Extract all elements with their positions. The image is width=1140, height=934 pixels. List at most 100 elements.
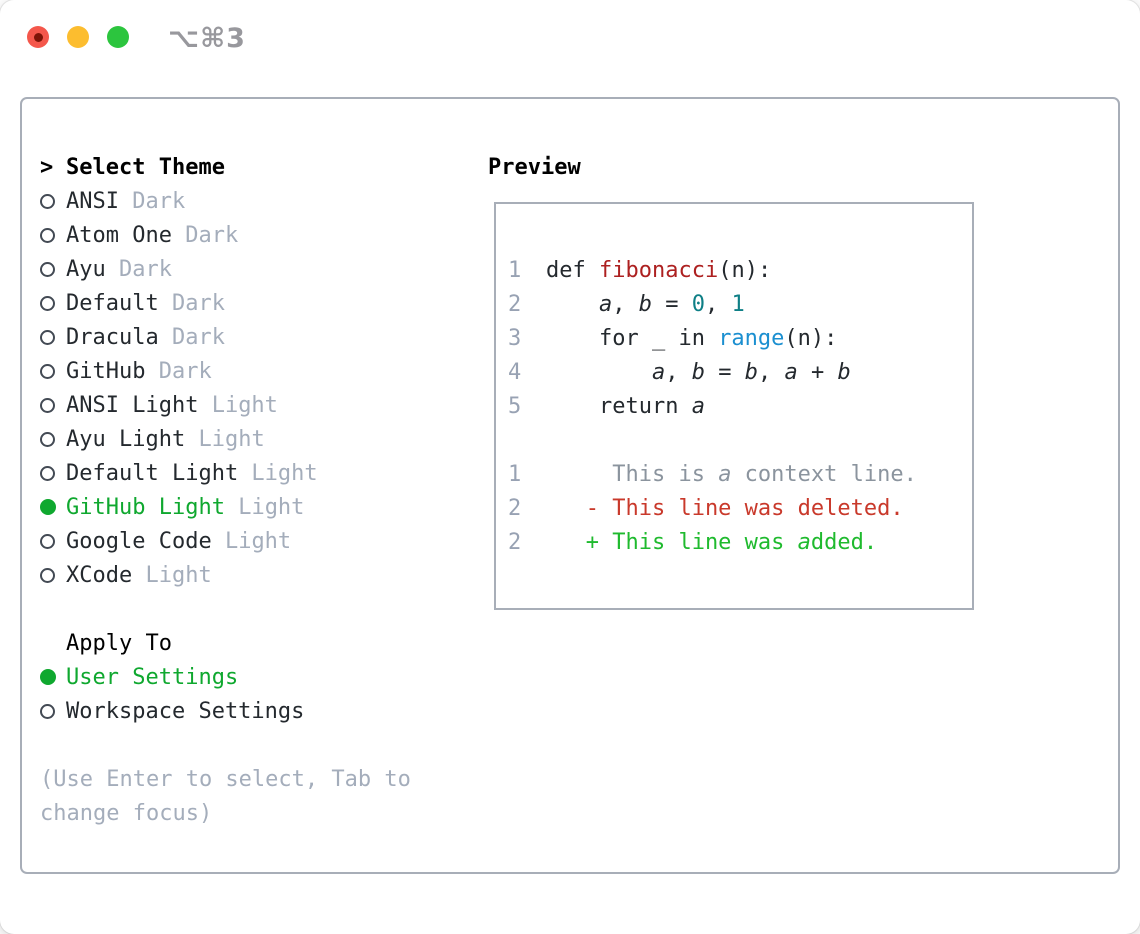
- line-content: a, b = 0, 1: [598, 291, 745, 317]
- line-content: - This line was deleted.: [546, 495, 904, 521]
- apply-to-header: Apply To: [40, 626, 488, 660]
- theme-variant-badge: Light: [185, 426, 265, 452]
- theme-option-label: Default Light: [66, 460, 239, 486]
- line-number: 2: [508, 291, 522, 317]
- preview-line: 3 for _ in range(n):: [508, 321, 972, 355]
- radio-icon: [40, 363, 55, 379]
- apply-option-user-settings[interactable]: User Settings: [40, 660, 488, 694]
- select-theme-header-label: Select Theme: [66, 154, 225, 180]
- preview-header-label: Preview: [488, 154, 581, 180]
- theme-option-ansi-light[interactable]: ANSI Light Light: [40, 388, 488, 422]
- theme-option-label: ANSI Light: [66, 392, 199, 418]
- line-number: 5: [508, 393, 522, 419]
- theme-option-dracula[interactable]: Dracula Dark: [40, 320, 488, 354]
- line-number: 1: [508, 257, 522, 283]
- theme-option-default-light[interactable]: Default Light Light: [40, 456, 488, 490]
- radio-icon: [40, 465, 55, 481]
- preview-line: 2 a, b = 0, 1: [508, 287, 972, 321]
- theme-option-label: Google Code: [66, 528, 212, 554]
- preview-line: 4 a, b = b, a + b: [508, 355, 972, 389]
- theme-variant-badge: Dark: [171, 222, 239, 248]
- theme-option-label: ANSI: [66, 188, 119, 214]
- theme-variant-badge: Light: [132, 562, 212, 588]
- theme-option-default[interactable]: Default Dark: [40, 286, 488, 320]
- preview-line: 5 return a: [508, 389, 972, 423]
- traffic-lights: [27, 26, 129, 48]
- theme-variant-badge: Dark: [105, 256, 172, 282]
- theme-option-label: Dracula: [66, 324, 159, 350]
- line-content: a, b = b, a + b: [651, 359, 851, 385]
- prompt-icon: >: [40, 154, 54, 180]
- line-content: + This line was added.: [546, 529, 878, 555]
- theme-option-ayu-light[interactable]: Ayu Light Light: [40, 422, 488, 456]
- line-number: 2: [508, 529, 522, 555]
- line-number: 4: [508, 359, 522, 385]
- theme-option-ansi[interactable]: ANSI Dark: [40, 184, 488, 218]
- theme-variant-badge: Dark: [158, 290, 225, 316]
- theme-option-label: GitHub Light: [66, 494, 225, 520]
- theme-variant-badge: Dark: [158, 324, 225, 350]
- minimize-button[interactable]: [67, 26, 89, 48]
- radio-icon: [40, 397, 55, 413]
- theme-option-github[interactable]: GitHub Dark: [40, 354, 488, 388]
- line-content: return a: [546, 393, 705, 419]
- select-theme-header: > Select Theme: [40, 150, 488, 184]
- line-content: for _ in range(n):: [546, 325, 838, 351]
- line-content: This is a context line.: [546, 461, 917, 487]
- theme-option-label: GitHub: [66, 358, 146, 384]
- theme-option-google-code[interactable]: Google Code Light: [40, 524, 488, 558]
- apply-option-label: Workspace Settings: [66, 698, 305, 724]
- titlebar: ⌥⌘3: [0, 0, 1140, 97]
- theme-variant-badge: Light: [224, 494, 305, 520]
- radio-icon: [40, 703, 55, 719]
- theme-option-label: Ayu Light: [66, 426, 186, 452]
- radio-icon: [40, 533, 55, 549]
- theme-variant-badge: Light: [238, 460, 318, 486]
- radio-icon: [40, 193, 55, 209]
- radio-icon: [40, 227, 55, 243]
- theme-variant-badge: Light: [198, 392, 278, 418]
- radio-icon: [40, 567, 55, 583]
- apply-option-label: User Settings: [66, 664, 239, 690]
- theme-option-github-light[interactable]: GitHub Light Light: [40, 490, 488, 524]
- theme-option-xcode[interactable]: XCode Light: [40, 558, 488, 592]
- preview-line: 2 + This line was added.: [508, 525, 972, 559]
- theme-option-label: Atom One: [66, 222, 172, 248]
- radio-selected-icon: [40, 499, 56, 515]
- preview-line: 1 This is a context line.: [508, 457, 972, 491]
- theme-option-ayu[interactable]: Ayu Dark: [40, 252, 488, 286]
- apply-option-workspace-settings[interactable]: Workspace Settings: [40, 694, 488, 728]
- theme-option-label: Ayu: [66, 256, 106, 282]
- preview-line: 1 def fibonacci(n):: [508, 253, 972, 287]
- radio-icon: [40, 295, 55, 311]
- close-dot-icon: [33, 32, 43, 42]
- close-button[interactable]: [27, 26, 49, 48]
- radio-selected-icon: [40, 669, 56, 685]
- theme-option-atom-one[interactable]: Atom One Dark: [40, 218, 488, 252]
- line-number: 3: [508, 325, 522, 351]
- radio-icon: [40, 261, 55, 277]
- spacer: [40, 592, 488, 626]
- theme-variant-badge: Dark: [118, 188, 186, 214]
- theme-variant-badge: Dark: [145, 358, 212, 384]
- theme-variant-badge: Light: [211, 528, 292, 554]
- line-content: def fibonacci(n):: [546, 257, 772, 283]
- radio-icon: [40, 329, 55, 345]
- window-title: ⌥⌘3: [168, 23, 246, 54]
- apply-to-header-label: Apply To: [66, 630, 172, 656]
- keyboard-hint-line-1: (Use Enter to select, Tab to: [40, 766, 411, 792]
- theme-option-label: XCode: [66, 562, 133, 588]
- spacer: [40, 728, 488, 762]
- preview-line: [508, 423, 972, 457]
- zoom-button[interactable]: [107, 26, 129, 48]
- line-number: 2: [508, 495, 522, 521]
- preview-line: 2 - This line was deleted.: [508, 491, 972, 525]
- line-number: 1: [508, 461, 522, 487]
